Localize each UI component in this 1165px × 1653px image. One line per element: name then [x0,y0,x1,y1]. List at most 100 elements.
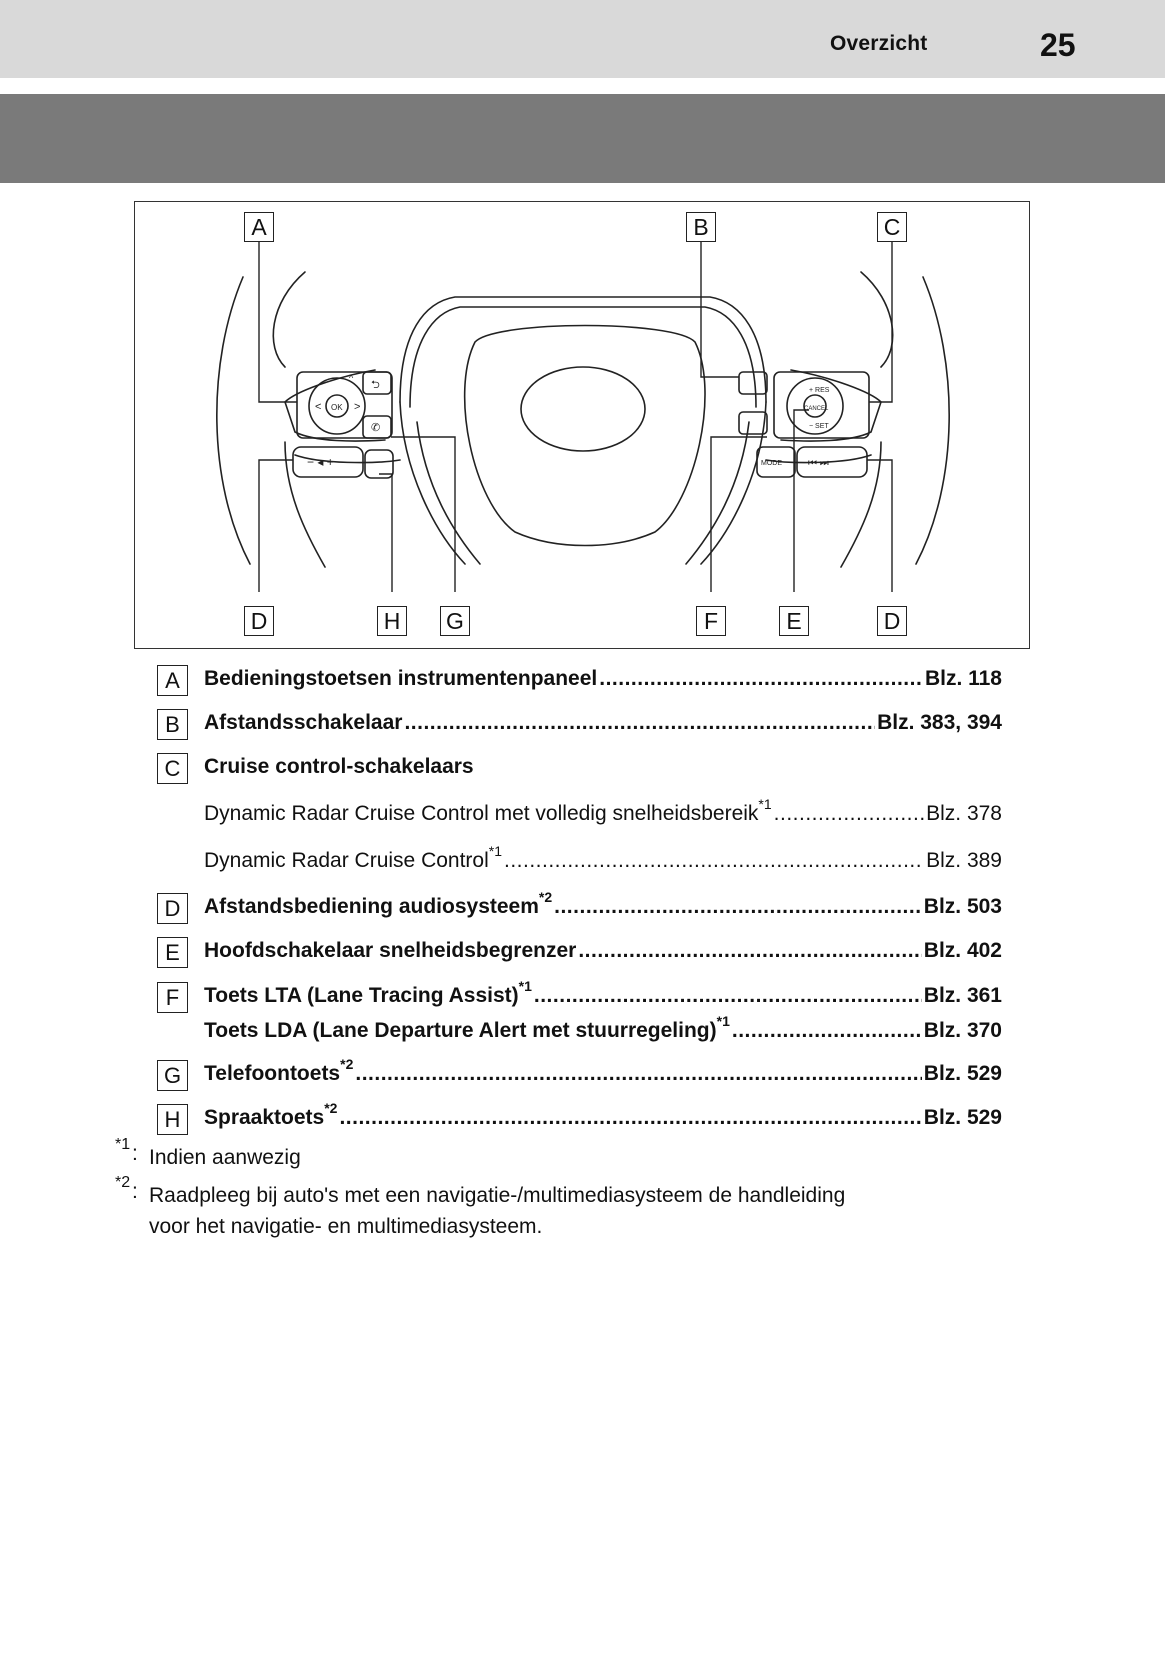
footnote-mark: *1 [716,1013,730,1029]
footnote-text-continued: voor het navigatie- en multimediasysteem… [149,1215,543,1238]
volume-glyph: − ◂ + [307,455,334,469]
leader-a [258,234,297,403]
page-number: 25 [1040,27,1076,63]
entry-label: Bedieningstoetsen instrumentenpaneel [204,667,598,690]
callout-d-right: D [877,606,907,636]
list-item-d: D Afstandsbediening audiosysteem*2Blz. 5… [157,890,1002,925]
footnote-mark: *1 [518,978,532,994]
rim-left-outer [216,276,251,565]
leader-dots [599,667,923,691]
entry-label: Hoofdschakelaar snelheidsbegrenzer [204,939,577,962]
leader-d-left [258,459,293,592]
callout-c: C [877,212,907,242]
entry-label: Afstandsschakelaar [204,711,403,734]
callout-d-left: D [244,606,274,636]
leader-f [710,436,767,592]
chapter-band [0,94,1165,183]
left-dpad [308,377,366,435]
leader-dots [534,984,922,1008]
callout-a: A [244,212,274,242]
entry-label: Toets LDA (Lane Departure Alert met stuu… [204,1019,717,1042]
footnote-mark: *1 [758,796,772,812]
page-reference[interactable]: Blz. 383, 394 [877,711,1002,734]
callout-f: F [696,606,726,636]
volume-switch [292,446,364,478]
cancel-label: CANCEL [804,406,829,412]
list-item-b: B Afstandsschakelaar Blz. 383, 394 [157,709,1002,741]
steering-wheel-figure: OK + RES CANCEL − SET MODE − ◂ + ⏮ ⏭ ^ <… [134,201,1030,649]
page-reference[interactable]: Blz. 370 [923,1019,1002,1042]
list-item-f-2: Toets LDA (Lane Departure Alert met stuu… [157,1014,1002,1049]
rim-right-outer [915,276,950,565]
voice-switch [364,449,394,479]
leader-dots [339,1106,921,1130]
entry-letter: E [157,937,188,968]
page-reference[interactable]: Blz. 378 [926,802,1002,825]
leader-b [700,234,739,378]
page-reference[interactable]: Blz. 389 [926,849,1002,872]
set-label: − SET [809,423,829,430]
footnote-text: Raadpleeg bij auto's met een navigatie-/… [149,1184,846,1207]
cruise-control-dial [786,377,844,435]
callout-h: H [377,606,407,636]
mode-switch [756,446,796,478]
page-reference[interactable]: Blz. 361 [923,984,1002,1007]
callout-b: B [686,212,716,242]
steering-wheel-illustration: OK + RES CANCEL − SET MODE − ◂ + ⏮ ⏭ ^ <… [216,234,950,592]
leader-c [869,234,893,403]
section-title: Overzicht [830,32,928,55]
page-reference[interactable]: Blz. 118 [924,667,1002,690]
mode-label: MODE [761,460,782,467]
back-glyph: ⮌ [371,379,380,391]
entry-letter: A [157,665,188,696]
dpad-left-glyph: < [315,401,321,413]
entry-label: Afstandsbediening audiosysteem [204,895,539,918]
entry-label: Cruise control-schakelaars [204,755,474,778]
distance-switch [738,371,768,395]
list-item-e: E Hoofdschakelaar snelheidsbegrenzer Blz.… [157,937,1002,969]
footnote-text: Indien aanwezig [149,1146,301,1169]
list-item-c-1: Dynamic Radar Cruise Control met volledi… [157,797,1002,832]
entry-letter: B [157,709,188,740]
dpad-right-glyph: > [354,401,360,413]
list-item-h: H Spraaktoets*2 Blz. 529 [157,1101,1002,1136]
entry-letter: F [157,982,188,1013]
leader-dots [774,802,924,826]
list-item-g: G Telefoontoets*2Blz. 529 [157,1057,1002,1092]
page-reference[interactable]: Blz. 529 [923,1062,1002,1085]
callout-e: E [779,606,809,636]
leader-dots [732,1019,922,1043]
footnote-mark: *2 [115,1174,131,1191]
leader-dots [404,711,875,735]
footnote-mark: *1 [115,1136,131,1153]
airbag-pad [463,324,706,547]
leader-dots [355,1062,921,1086]
entry-label: Dynamic Radar Cruise Control met volledi… [204,802,759,825]
phone-glyph: ✆ [371,422,380,434]
page-reference[interactable]: Blz. 529 [923,1106,1002,1129]
entry-letter: G [157,1060,188,1091]
ok-label: OK [331,403,343,412]
track-switch [796,446,868,478]
leader-d-right [867,459,893,592]
entry-label: Spraaktoets [204,1106,325,1129]
entry-letter: D [157,893,188,924]
list-item-a: A Bedieningstoetsen instrumentenpaneel Bl… [157,665,1002,697]
entry-label: Dynamic Radar Cruise Control [204,849,489,872]
footnote-mark: *1 [488,843,502,859]
footnote-mark: *2 [324,1100,338,1116]
left-control-panel [296,371,393,439]
leader-e [793,409,809,592]
leader-h [379,473,393,592]
track-glyph: ⏮ ⏭ [808,458,829,469]
entry-letter: C [157,753,188,784]
entry-letter: H [157,1104,188,1135]
list-item-c: C Cruise control-schakelaars [157,753,1002,785]
page-reference[interactable]: Blz. 402 [923,939,1002,962]
hub-top [399,296,767,403]
right-control-panel [773,371,870,439]
leader-dots [504,849,924,873]
leader-dots [554,895,922,919]
page-reference[interactable]: Blz. 503 [923,895,1002,918]
entry-label: Toets LTA (Lane Tracing Assist) [204,984,519,1007]
